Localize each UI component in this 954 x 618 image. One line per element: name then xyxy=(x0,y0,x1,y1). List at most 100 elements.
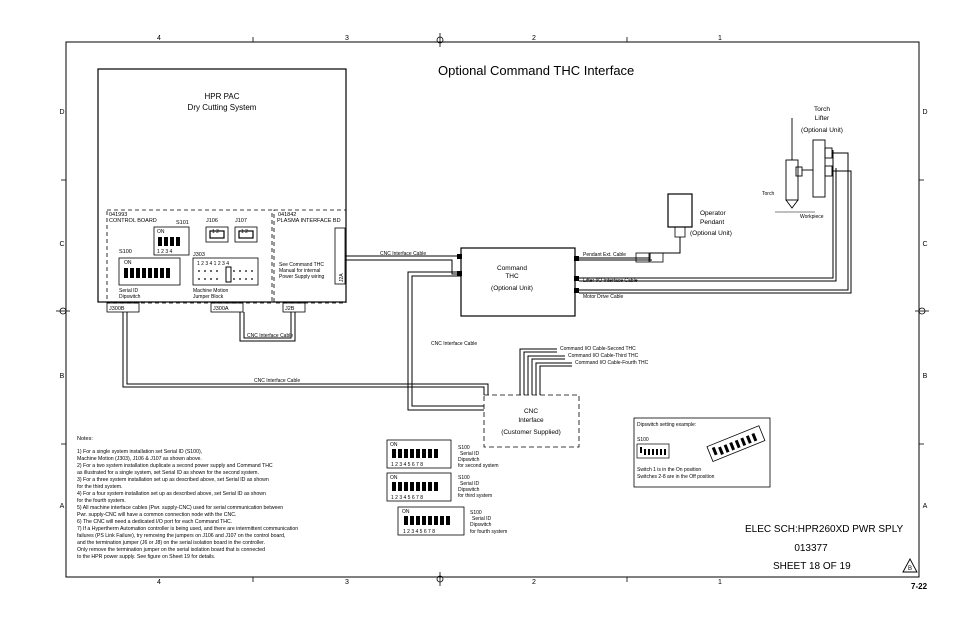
plasma-note-2: Manual for internal xyxy=(279,268,320,274)
control-board-box xyxy=(106,209,273,304)
pendant-connector xyxy=(635,252,664,263)
s100-label: S100 xyxy=(119,249,132,255)
cable-label-io-fourth: Command I/O Cable-Fourth THC xyxy=(575,360,649,366)
dip-third-caption-2: Serial ID xyxy=(460,481,480,487)
s100-switches xyxy=(124,268,170,278)
diagram-title: Optional Command THC Interface xyxy=(438,63,634,78)
note-line-6: for the third system. xyxy=(77,484,123,490)
dip-second-caption-1: S100 xyxy=(458,445,470,451)
j107-numbers: 1 2 xyxy=(241,229,248,235)
notes-heading: Notes: xyxy=(77,436,93,442)
dip-fourth-caption-4: for fourth system xyxy=(470,529,507,535)
row-label-left-c: C xyxy=(59,241,64,248)
cable-label-io-second: Command I/O Cable-Second THC xyxy=(560,346,636,352)
row-label-left-a: A xyxy=(60,503,65,510)
operator-pendant-box xyxy=(667,193,693,228)
dip-third-caption-3: Dipswitch xyxy=(458,487,480,493)
torch-lifter-line1: Torch xyxy=(814,106,830,113)
cable-label-cnc-short: CNC Interface Cable xyxy=(247,333,293,339)
plasma-interface-box xyxy=(273,209,347,304)
page-number: 7-22 xyxy=(911,582,928,591)
dipswitch-fourth: ON 1 2 3 4 5 6 7 8 xyxy=(397,506,465,536)
centering-marks xyxy=(56,33,929,586)
j107-label: J107 xyxy=(235,218,247,224)
col-label-top-4: 4 xyxy=(157,35,161,42)
j106-label: J106 xyxy=(206,218,218,224)
j106-jumper xyxy=(205,226,229,243)
j303-caption-2: Jumper Block xyxy=(193,294,224,300)
note-line-7: 4) For a four system installation set up… xyxy=(77,491,266,497)
row-label-left-b: B xyxy=(60,373,65,380)
s101-dipswitch xyxy=(153,226,190,256)
dipswitch-example-box xyxy=(633,417,771,488)
plasma-note-3: Power Supply wiring xyxy=(279,274,325,280)
note-line-13: failures (PS Link Failure), try removing… xyxy=(77,533,285,539)
j303-numbers: 1 2 3 4 1 2 3 4 xyxy=(197,261,229,267)
dip-fourth-on: ON xyxy=(402,509,410,515)
note-line-8: for the fourth system. xyxy=(77,498,126,504)
sheet-info: SHEET 18 OF 19 xyxy=(773,561,851,572)
row-label-right-a: A xyxy=(923,503,928,510)
j300a-label: J300A xyxy=(213,306,229,312)
j2b-label: J2B xyxy=(285,306,295,312)
cnc-line2: Interface xyxy=(518,417,544,424)
thc-connectors xyxy=(457,254,579,293)
revision-marker: B xyxy=(902,558,918,573)
command-thc-line2: THC xyxy=(505,273,519,280)
s101-numbers: 1 2 3 4 xyxy=(157,249,173,255)
part-number: 013377 xyxy=(794,543,828,554)
dip-fourth-caption-2: Serial ID xyxy=(472,516,492,522)
j303-jumper-block xyxy=(192,257,259,286)
dip-second-nums: 1 2 3 4 5 6 7 8 xyxy=(391,462,423,468)
note-line-3: 2) For a two system installation duplica… xyxy=(77,463,273,469)
doc-title: ELEC SCH:HPR260XD PWR SPLY xyxy=(745,524,904,535)
col-label-top-3: 3 xyxy=(345,35,349,42)
note-line-11: 6) The CNC will need a dedicated I/O por… xyxy=(77,519,232,525)
cnc-interface-box xyxy=(483,394,580,448)
s100-on-label: ON xyxy=(124,260,132,266)
dip-fourth-nums: 1 2 3 4 5 6 7 8 xyxy=(403,529,435,535)
command-thc-line3: (Optional Unit) xyxy=(491,285,533,292)
note-line-5: 3) For a three system installation set u… xyxy=(77,477,269,483)
dip-second-on: ON xyxy=(390,442,398,448)
row-label-left-d: D xyxy=(59,109,64,116)
s101-on-label: ON xyxy=(157,229,165,235)
j107-jumper xyxy=(234,226,258,243)
row-label-right-c: C xyxy=(922,241,927,248)
pendant-line2: Pendant xyxy=(700,219,724,226)
cable-label-cnc-left: CNC Interface Cable xyxy=(254,378,300,384)
note-line-9: 5) All machine interface cables (Pwr. su… xyxy=(77,505,283,511)
cable-label-pendant: Pendant Ext. Cable xyxy=(583,252,626,258)
note-line-12: 7) If a Hypertherm Automation controller… xyxy=(77,526,298,532)
dipswitch-third: ON 1 2 3 4 5 6 7 8 xyxy=(386,472,452,502)
plasma-note-1: See Command THC xyxy=(279,262,324,268)
cable-label-cnc-mid: CNC Interface Cable xyxy=(431,341,477,347)
s100-dipswitch xyxy=(118,257,181,286)
note-line-10: Pwr. supply-CNC will have a common conne… xyxy=(77,512,236,518)
dip-fourth-caption-3: Dipswitch xyxy=(470,522,492,528)
note-line-4: as illustrated for a single system, set … xyxy=(77,470,259,476)
command-thc-box xyxy=(460,247,576,317)
dip-second-caption-2: Serial ID xyxy=(460,451,480,457)
j2a-label: J2A xyxy=(339,273,345,282)
col-label-bottom-4: 4 xyxy=(157,579,161,586)
dip-third-caption-4: for third system xyxy=(458,493,492,499)
cable-label-io-third: Command I/O Cable-Third THC xyxy=(568,353,639,359)
cable-label-cnc-top: CNC Interface Cable xyxy=(380,251,426,257)
revision-letter: B xyxy=(908,566,912,572)
hpr-pac-subtitle: Dry Cutting System xyxy=(188,103,257,112)
dipswitch-second: ON 1 2 3 4 5 6 7 8 xyxy=(386,439,452,469)
cable-label-lifter: Lifter I/O Interface Cable xyxy=(583,278,638,284)
torch-lifter-drawing xyxy=(785,118,833,209)
cable-wires xyxy=(122,150,852,411)
cable-label-motor: Motor Drive Cable xyxy=(583,294,624,300)
workpiece-label: Workpiece xyxy=(800,214,824,220)
command-thc-line1: Command xyxy=(497,265,527,272)
hpr-pac-label: HPR PAC xyxy=(205,92,240,101)
j300b-label: J300B xyxy=(109,306,125,312)
pendant-line3: (Optional Unit) xyxy=(690,230,732,237)
cnc-line1: CNC xyxy=(524,408,538,415)
cnc-line3: (Customer Supplied) xyxy=(501,429,561,436)
zone-ticks xyxy=(61,37,924,582)
